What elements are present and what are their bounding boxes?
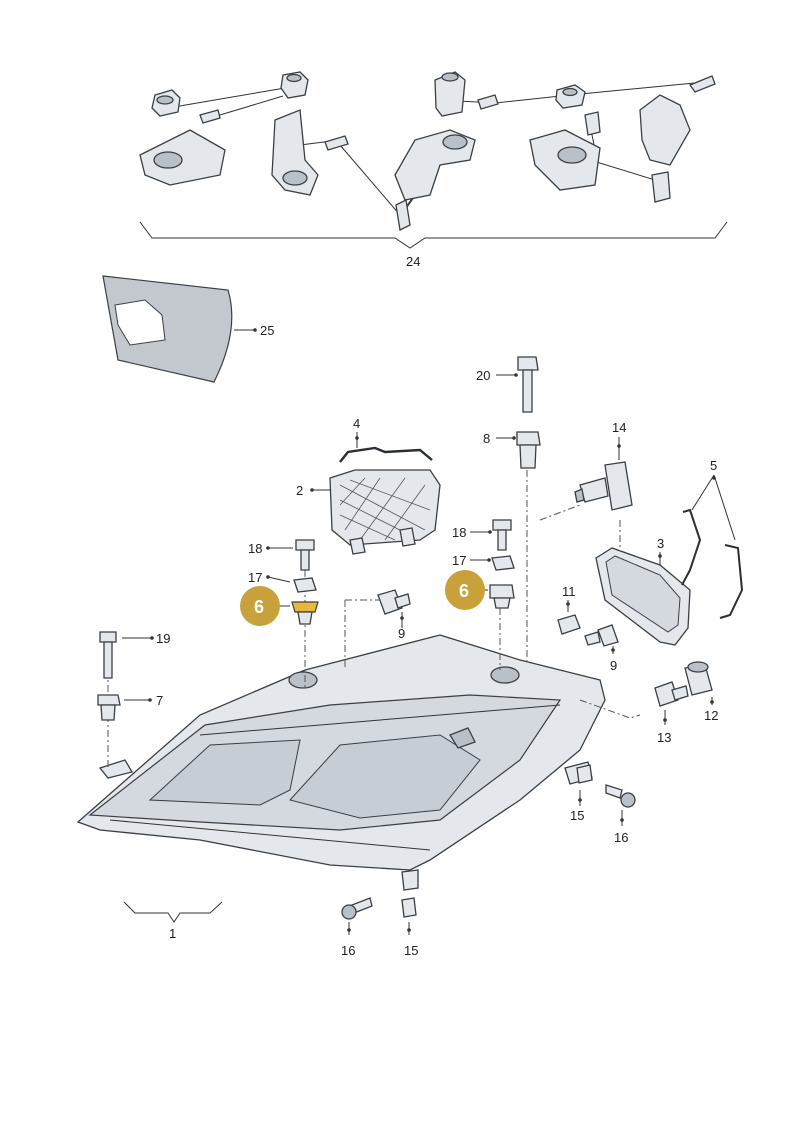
label-6b: 6 [459,581,469,601]
label-16b: 16 [341,943,355,958]
bracket-right [639,75,716,203]
label-17b: 17 [452,553,466,568]
label-25: 25 [260,323,274,338]
label-8: 8 [483,431,490,446]
headlight-housing: 1 [76,634,606,941]
label-15b: 15 [404,943,418,958]
label-18a: 18 [248,541,262,556]
callout-6-right [445,570,485,610]
label-5: 5 [710,458,717,473]
callout-6-left [240,586,280,626]
right-adjuster-stack: 20 8 18 17 6 [445,356,541,670]
bottom-hardware: 15 16 16 15 [341,764,636,958]
side-light-parts: 12 13 [579,661,718,745]
label-3: 3 [657,536,664,551]
cover-grille: 2 [296,469,441,555]
label-16a: 16 [614,830,628,845]
label-2: 2 [296,483,303,498]
bracket-left [139,89,226,186]
label-24: 24 [406,254,420,269]
label-17a: 17 [248,570,262,585]
label-4: 4 [353,416,360,431]
repair-bracket-set: 24 [139,71,728,269]
label-9a: 9 [398,626,405,641]
foil-decal: 25 [102,275,274,383]
label-7: 7 [156,693,163,708]
label-20: 20 [476,368,490,383]
spring-clips: 5 [681,458,744,619]
bracket-center-right [529,84,601,191]
bracket-center-left [271,71,349,196]
center-bulb: 9 [344,589,411,668]
bulb-housing-frame: 3 [595,536,691,646]
label-13: 13 [657,730,671,745]
label-15a: 15 [570,808,584,823]
gasket-seal: 4 [339,416,433,463]
main-bulb: 14 [539,420,633,550]
bracket-center [394,71,499,231]
left-adjuster-stack: 18 17 6 19 7 [97,539,319,770]
label-6a: 6 [254,597,264,617]
side-bulbs: 11 9 [557,584,619,673]
label-1: 1 [169,926,176,941]
label-11: 11 [562,584,576,599]
label-18b: 18 [452,525,466,540]
label-14: 14 [612,420,626,435]
label-19: 19 [156,631,170,646]
label-9b: 9 [610,658,617,673]
label-12: 12 [704,708,718,723]
